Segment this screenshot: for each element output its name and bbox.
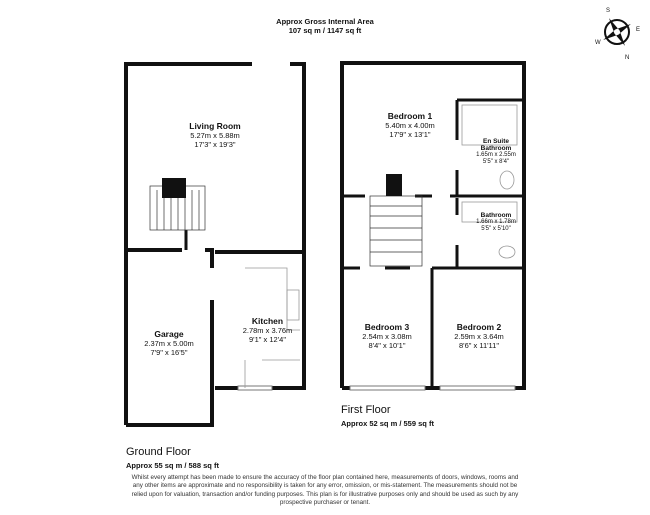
room-name: En Suite Bathroom bbox=[480, 138, 512, 152]
chimney-first bbox=[386, 174, 402, 196]
room-imperial: 17'9" x 13'1" bbox=[389, 130, 431, 139]
compass-letter-n: N bbox=[625, 55, 630, 61]
ground-floor-label: Ground Floor bbox=[126, 446, 191, 458]
compass-letter-s: S bbox=[606, 8, 611, 14]
room-name: Bedroom 1 bbox=[387, 111, 433, 121]
first-stairs bbox=[369, 195, 423, 267]
header-title: Approx Gross Internal Area bbox=[276, 17, 374, 26]
header-area: 107 sq m / 1147 sq ft bbox=[288, 26, 362, 35]
room-name: Kitchen bbox=[251, 316, 284, 326]
compass-letter-w: W bbox=[595, 40, 601, 46]
room-kitchen: Kitchen 2.78m x 3.76m 9'1" x 12'4" bbox=[225, 316, 310, 344]
room-bathroom: Bathroom 1.66m x 1.78m 5'5" x 5'10" bbox=[470, 212, 522, 233]
first-floor-label: First Floor bbox=[341, 404, 391, 416]
room-metric: 5.27m x 5.88m bbox=[190, 131, 240, 140]
ground-floor-area: Approx 55 sq m / 588 sq ft bbox=[126, 461, 219, 470]
room-imperial: 17'3" x 19'3" bbox=[194, 140, 236, 149]
room-imperial: 7'9" x 16'5" bbox=[150, 348, 188, 357]
disclaimer: Whilst every attempt has been made to en… bbox=[131, 474, 519, 506]
room-bedroom-3: Bedroom 3 2.54m x 3.08m 8'4" x 10'1" bbox=[345, 322, 429, 350]
room-metric: 2.78m x 3.76m bbox=[242, 326, 293, 335]
compass-icon bbox=[603, 18, 631, 46]
room-metric: 1.65m x 2.55m bbox=[476, 152, 516, 158]
room-name: Bathroom bbox=[480, 212, 512, 219]
room-imperial: 5'5" x 8'4" bbox=[482, 159, 510, 165]
room-garage: Garage 2.37m x 5.00m 7'9" x 16'5" bbox=[126, 329, 212, 357]
room-name: Bedroom 2 bbox=[456, 322, 502, 332]
room-imperial: 5'5" x 5'10" bbox=[481, 226, 511, 232]
chimney-ground bbox=[162, 178, 186, 198]
room-imperial: 9'1" x 12'4" bbox=[249, 335, 286, 344]
room-en-suite: En Suite Bathroom 1.65m x 2.55m 5'5" x 8… bbox=[470, 138, 522, 166]
room-bedroom-1: Bedroom 1 5.40m x 4.00m 17'9" x 13'1" bbox=[370, 111, 450, 139]
room-imperial: 8'6" x 11'11" bbox=[458, 341, 500, 350]
room-name: Garage bbox=[154, 329, 184, 339]
room-metric: 2.37m x 5.00m bbox=[144, 339, 194, 348]
room-bedroom-2: Bedroom 2 2.59m x 3.64m 8'6" x 11'11" bbox=[436, 322, 522, 350]
room-metric: 2.54m x 3.08m bbox=[362, 332, 412, 341]
room-imperial: 8'4" x 10'1" bbox=[368, 341, 406, 350]
gross-area-header: Approx Gross Internal Area 107 sq m / 11… bbox=[0, 17, 650, 35]
room-metric: 2.59m x 3.64m bbox=[454, 332, 504, 341]
room-living-room: Living Room 5.27m x 5.88m 17'3" x 19'3" bbox=[165, 121, 265, 149]
ground-floor-walls bbox=[124, 62, 306, 427]
room-name: Living Room bbox=[189, 121, 241, 131]
compass-letter-e: E bbox=[636, 27, 641, 33]
room-metric: 5.40m x 4.00m bbox=[385, 121, 435, 130]
room-metric: 1.66m x 1.78m bbox=[476, 219, 516, 225]
room-name: Bedroom 3 bbox=[364, 322, 410, 332]
first-floor-area: Approx 52 sq m / 559 sq ft bbox=[341, 419, 434, 428]
